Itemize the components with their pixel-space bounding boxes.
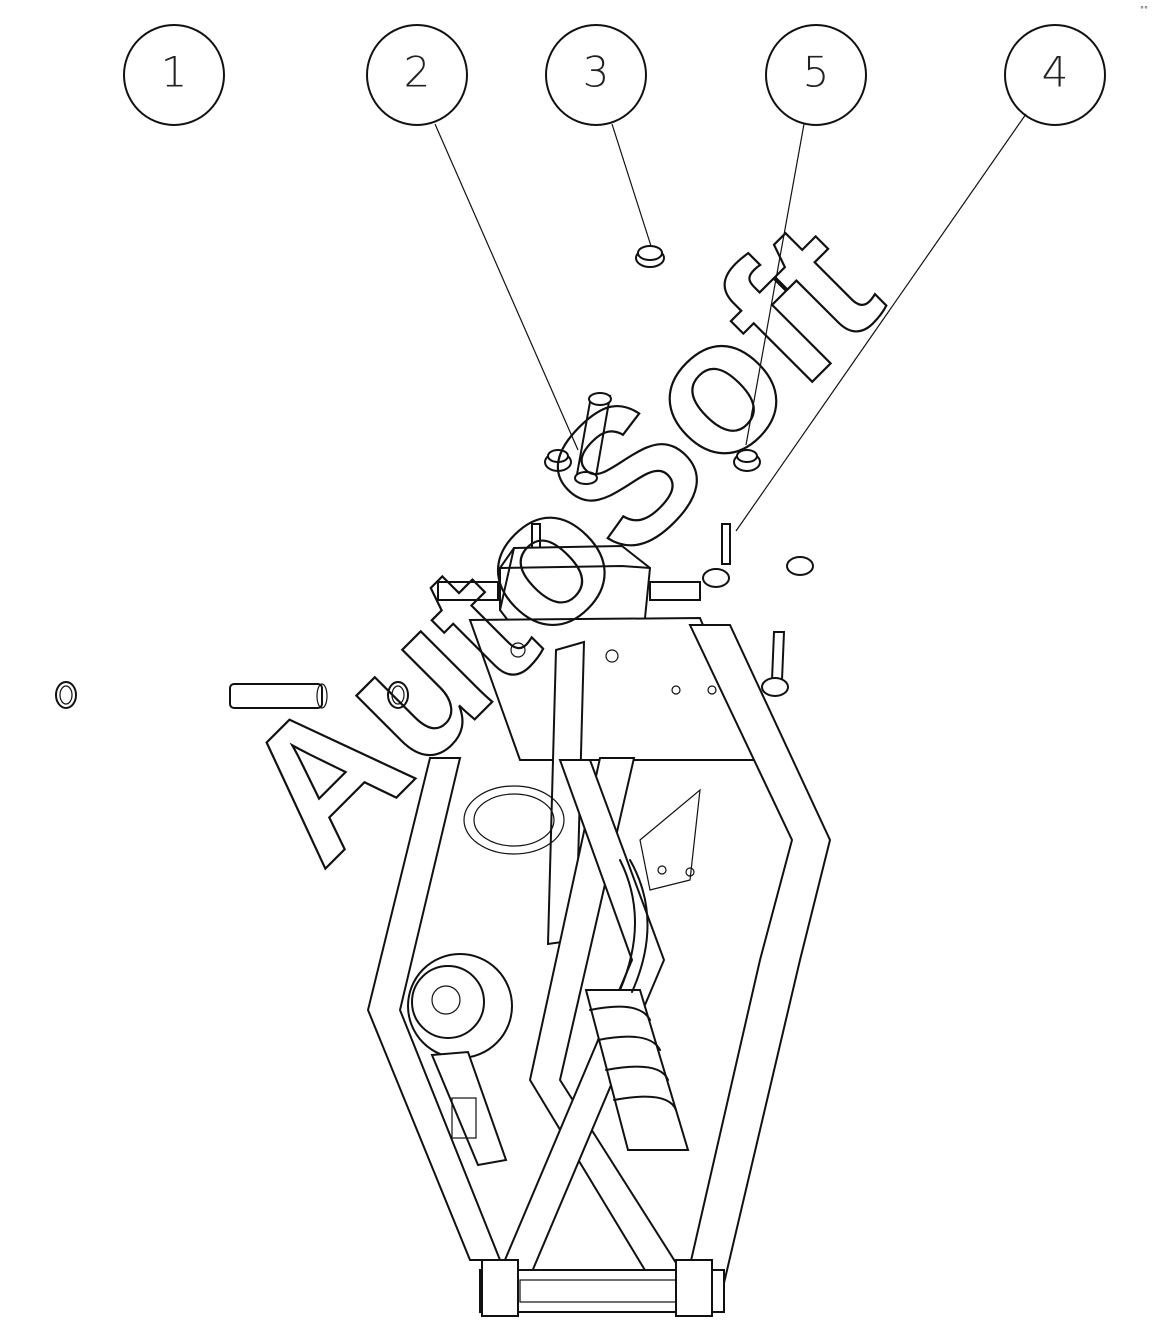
leader-line-5 bbox=[745, 123, 805, 446]
leader-line-4 bbox=[735, 113, 1027, 532]
leader-line-3 bbox=[611, 123, 652, 247]
callout-4-label: 4 bbox=[1042, 48, 1069, 97]
callout-3-label: 3 bbox=[583, 48, 610, 97]
callout-2[interactable]: 2 bbox=[366, 24, 468, 126]
callout-5-label: 5 bbox=[803, 48, 830, 97]
callout-4[interactable]: 4 bbox=[1004, 24, 1106, 126]
callout-3[interactable]: 3 bbox=[545, 24, 647, 126]
callout-1-label: 1 bbox=[161, 48, 188, 97]
part-3-washer bbox=[635, 245, 665, 268]
frame-assembly bbox=[366, 523, 832, 1317]
leader-lines bbox=[434, 113, 1027, 532]
leader-line-2 bbox=[434, 123, 579, 451]
corner-mark: °° bbox=[1140, 5, 1148, 14]
callout-5[interactable]: 5 bbox=[765, 24, 867, 126]
callout-1[interactable]: 1 bbox=[123, 24, 225, 126]
part-2-sleeve bbox=[574, 392, 612, 485]
part-1-ring-left bbox=[55, 681, 77, 709]
part-1-ring-right bbox=[387, 681, 409, 709]
part-5-nut bbox=[733, 449, 761, 472]
part-2-nut bbox=[544, 449, 572, 472]
part-1-axle-tube bbox=[229, 683, 328, 709]
callout-2-label: 2 bbox=[404, 48, 431, 97]
